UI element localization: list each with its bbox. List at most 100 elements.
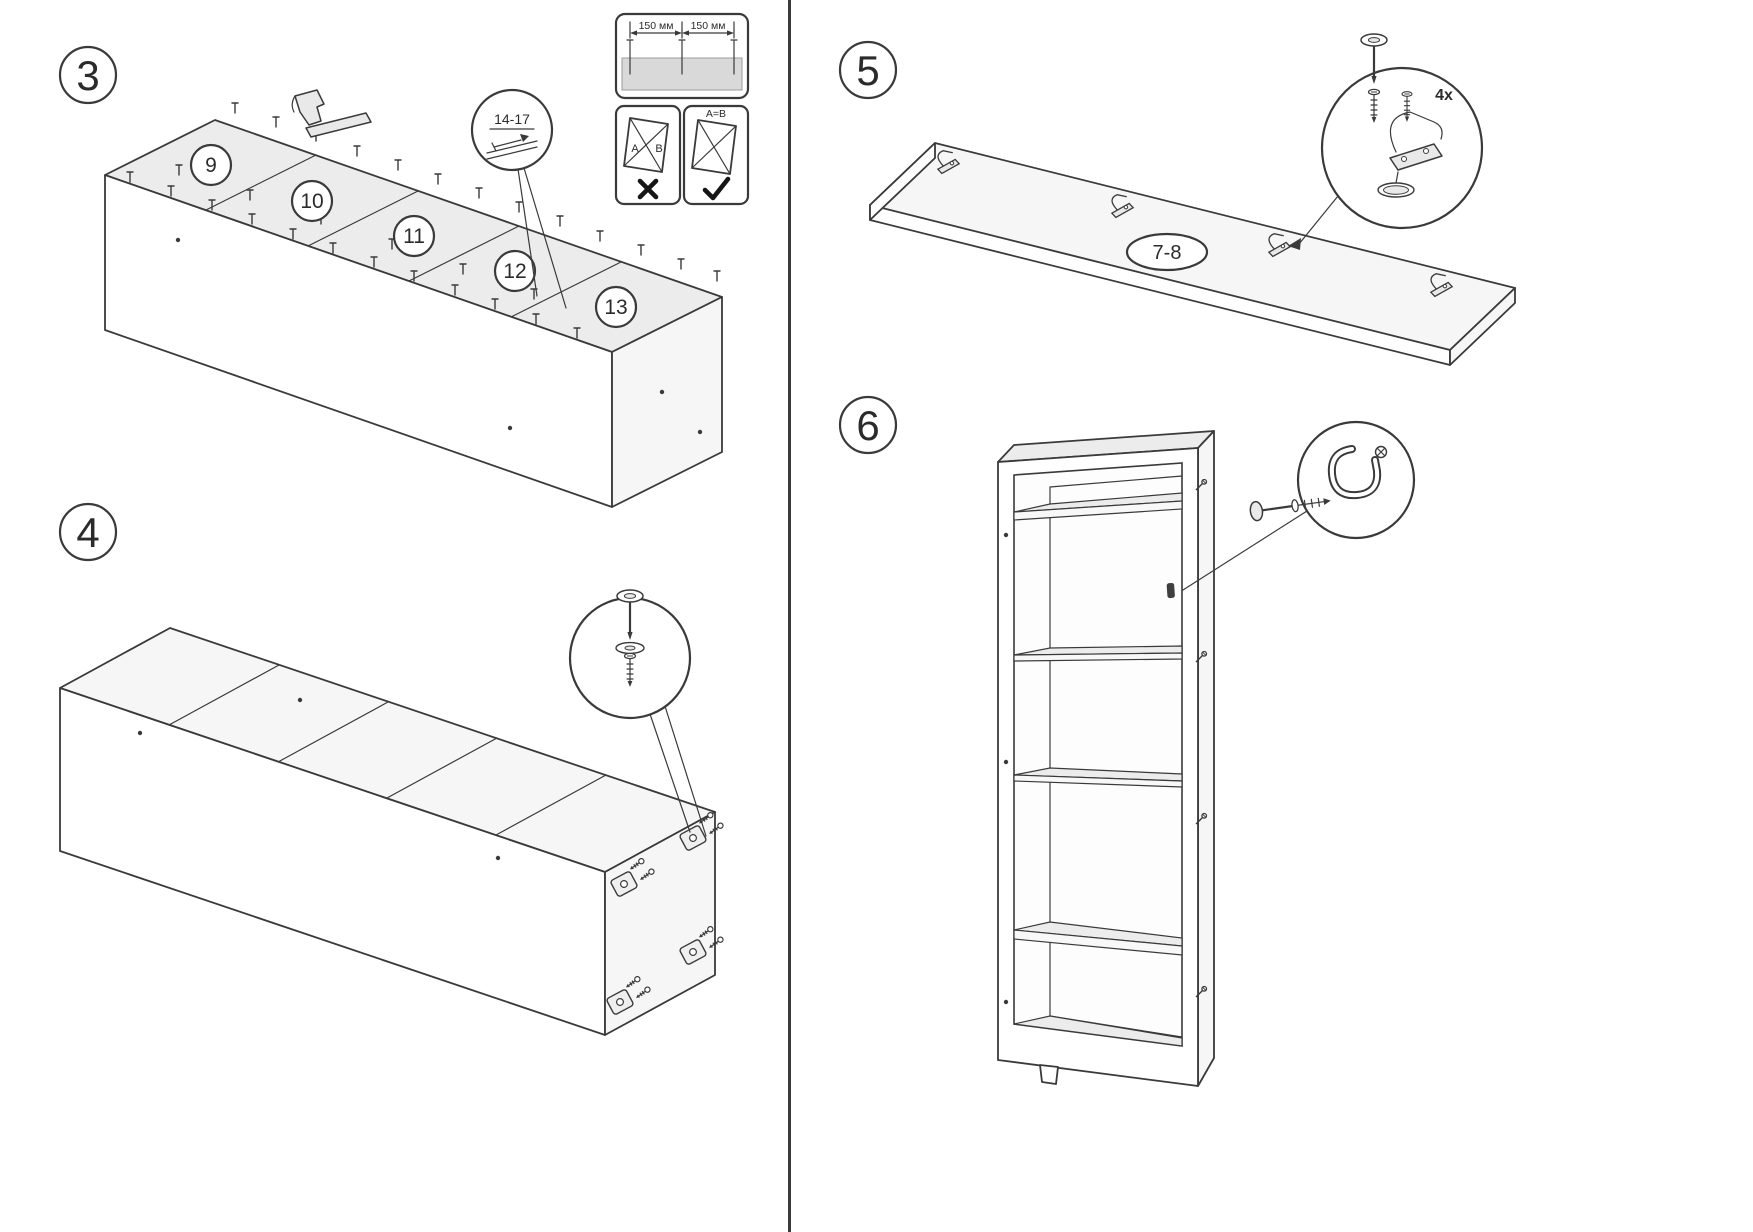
nail-icon — [596, 230, 604, 242]
diagonal-correct-box: A=B — [682, 104, 750, 206]
washer-icon — [615, 641, 645, 655]
pin-hole-dot — [137, 730, 143, 736]
step-number-circle — [838, 40, 898, 100]
shelf — [1013, 645, 1183, 662]
panel-number-badge: 12 — [493, 249, 537, 293]
nail-icon — [626, 39, 738, 75]
hardware-count: 4x — [1435, 87, 1453, 104]
nail-icon — [713, 270, 721, 282]
panel-number: 13 — [604, 296, 627, 319]
cabinet-opening — [1013, 462, 1183, 1047]
panel-number: 12 — [503, 260, 526, 283]
step-number-circle — [58, 45, 118, 105]
diagonal-check-inset: A B A=B — [614, 104, 750, 206]
cabinet-foot — [1039, 1064, 1059, 1085]
nail-icon — [556, 215, 564, 227]
pin-hole-dot — [495, 855, 501, 861]
callout-label: 14-17 — [494, 111, 530, 127]
diagonal-b-label: B — [655, 143, 662, 155]
pin-hole-dot — [659, 389, 665, 395]
shelf — [1013, 767, 1183, 788]
callout-leader-line — [1298, 195, 1339, 245]
nail-icon — [231, 102, 239, 114]
wardrobe-cabinet — [997, 430, 1215, 1087]
diagonal-lines — [623, 117, 669, 173]
callout-leader-line — [1182, 510, 1308, 591]
nail-icon — [353, 145, 361, 157]
screw-detail-callout — [568, 588, 707, 837]
pin-hole-dot — [1003, 759, 1009, 765]
step-number: 5 — [856, 47, 879, 94]
panel-number-circle — [290, 179, 334, 223]
callout-circle — [1320, 66, 1484, 230]
nail-icon — [677, 258, 685, 270]
panel-number-badges: 9 10 11 12 13 — [189, 143, 638, 329]
spacing-label-right: 150 мм — [691, 20, 726, 32]
shelf-edge — [1013, 652, 1183, 662]
shelf — [1013, 921, 1183, 956]
arrow-icon — [630, 30, 734, 36]
hook-mount-plate — [1166, 582, 1175, 599]
check-mark-icon — [702, 176, 731, 201]
nail-icon — [491, 134, 529, 152]
panel-number: 10 — [300, 190, 323, 213]
step-number-circle — [58, 502, 118, 562]
panel-number-circle — [594, 285, 638, 329]
step-6: 6 — [838, 395, 1416, 1087]
panel-end-edge — [1449, 287, 1516, 366]
hammer-icon — [291, 89, 372, 138]
hanger-bracket-icon — [1389, 111, 1443, 171]
pin-hole-dot — [697, 429, 703, 435]
step-number: 6 — [856, 402, 879, 449]
nail-icon — [394, 159, 402, 171]
step-number: 4 — [76, 509, 99, 556]
panel-number-badge: 13 — [594, 285, 638, 329]
nail-spacing-inset: 150 мм 150 мм — [614, 12, 750, 100]
panel-left-edge — [869, 142, 936, 221]
pin-hole-dot — [175, 237, 181, 243]
panel-number-ellipse — [1125, 232, 1209, 272]
inset-frame — [614, 104, 682, 206]
diagonal-lines — [691, 119, 737, 175]
pin-hole-dot — [297, 697, 303, 703]
pin-hole-dot — [507, 425, 513, 431]
mounting-cup-icon — [1377, 171, 1415, 198]
shelf-edge — [1013, 929, 1183, 956]
pin-hole-dot — [1003, 999, 1009, 1005]
arrow-icon — [520, 134, 529, 142]
nail-detail-callout: 14-17 — [470, 88, 567, 309]
panel-number: 7-8 — [1153, 242, 1182, 264]
panel-number-badge: 7-8 — [1125, 232, 1209, 272]
spacing-label-left: 150 мм — [639, 20, 674, 32]
nail-icon — [515, 201, 523, 213]
step-number: 3 — [76, 52, 99, 99]
panel-number-circle — [493, 249, 537, 293]
hook-detail-callout — [1182, 420, 1416, 591]
step-number-badge: 6 — [838, 395, 898, 455]
panel-number: 11 — [403, 225, 425, 248]
shelf — [1013, 492, 1183, 521]
panel-number-badge: 11 — [392, 214, 436, 258]
step-number-circle — [838, 395, 898, 455]
panel-joints — [168, 664, 607, 836]
pin-hole-dot — [1003, 532, 1009, 538]
diagonal-wrong-box: A B — [614, 104, 682, 206]
panel-number: 9 — [205, 154, 217, 177]
shelf-edge — [1013, 774, 1183, 788]
nail-icon — [434, 173, 442, 185]
cabinet-floor — [1013, 1015, 1183, 1047]
cabinet-end-face — [611, 296, 723, 508]
screwdriver-shaft — [1262, 505, 1293, 512]
panel-number-badge: 10 — [290, 179, 334, 223]
wrong-mark-icon — [637, 178, 659, 200]
diagonal-a-label: A — [631, 143, 639, 155]
screw-shaft — [1297, 497, 1325, 509]
screw-and-driver — [1249, 497, 1331, 522]
arrow-icon — [1288, 238, 1301, 250]
panel-number-circle — [189, 143, 233, 187]
nail-icon — [272, 116, 280, 128]
hook-icon — [1327, 445, 1388, 500]
nail-icon — [637, 244, 645, 256]
